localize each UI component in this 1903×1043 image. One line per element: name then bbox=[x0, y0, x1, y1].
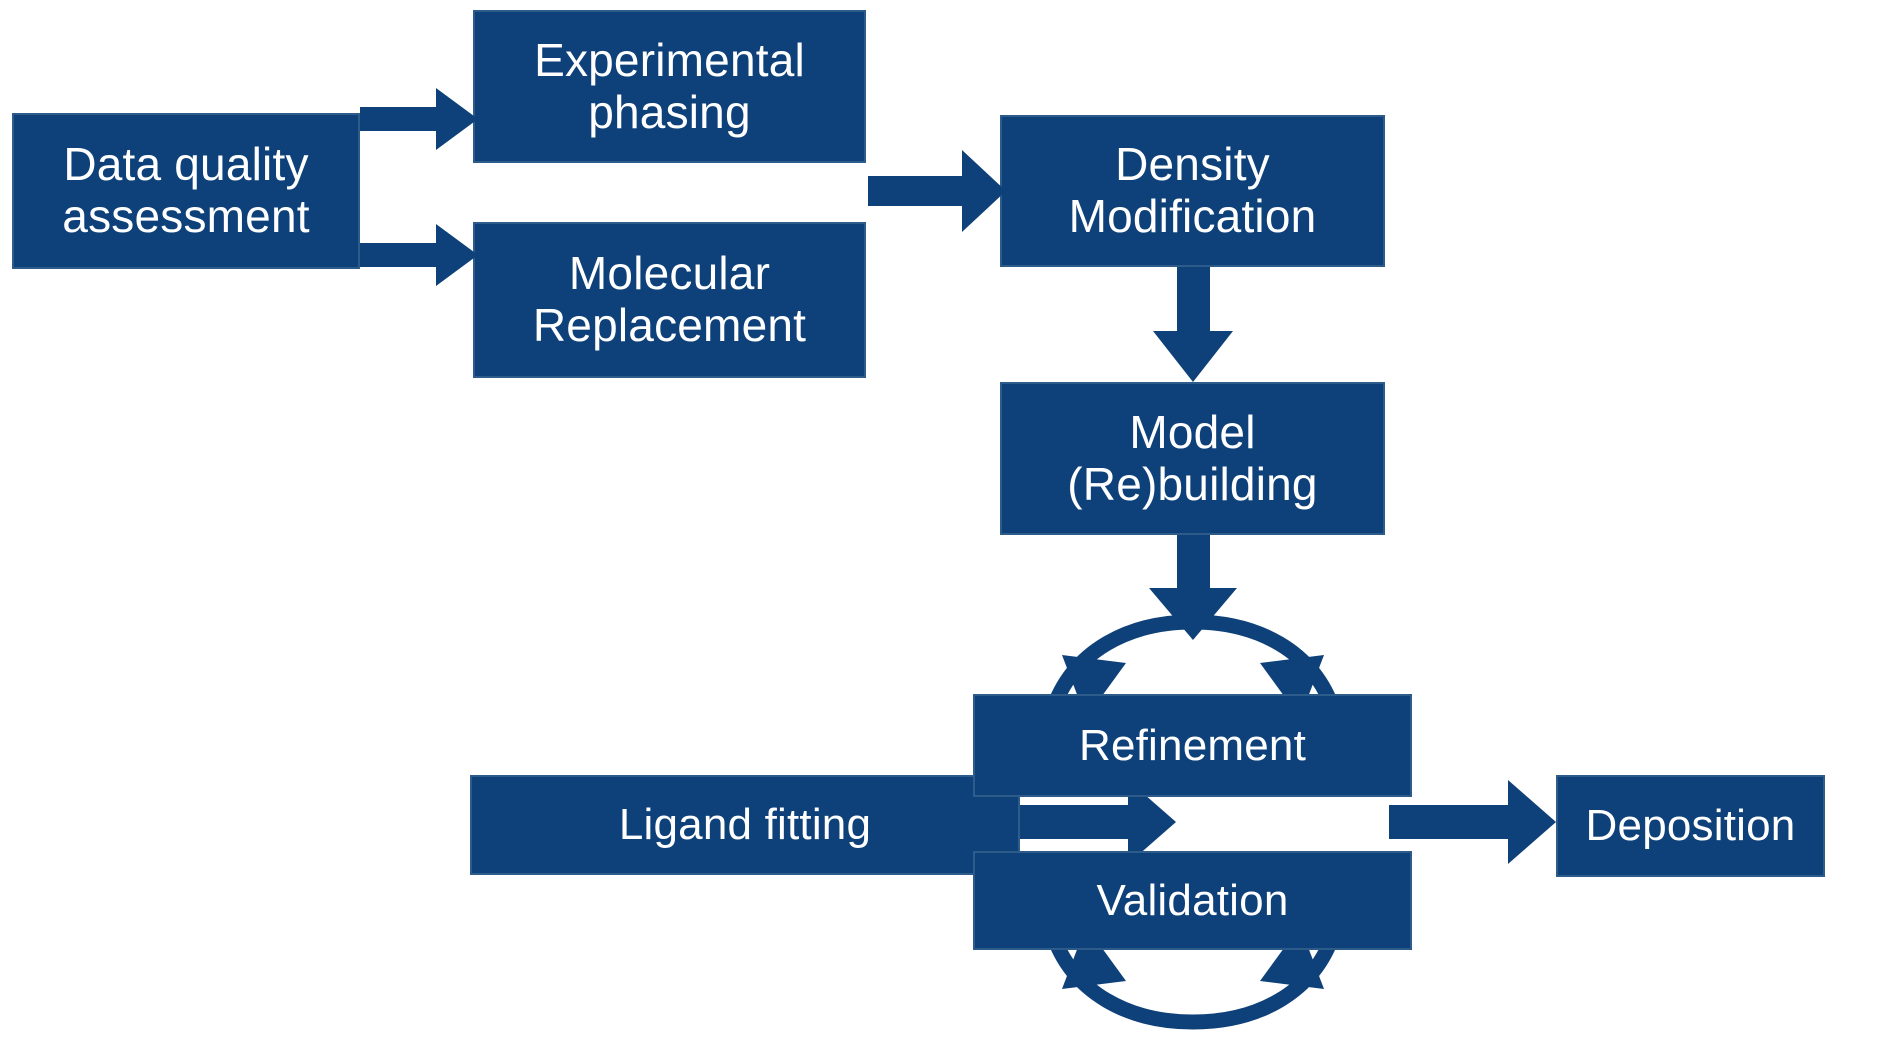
edge-dm-to-model-arrow bbox=[1153, 267, 1233, 382]
node-deposition[interactable]: Deposition bbox=[1556, 775, 1825, 877]
edge-dq-to-phasing-arrow bbox=[360, 88, 478, 150]
cycle-arc-top bbox=[1044, 614, 1342, 718]
edge-cycle-to-deposition-arrow bbox=[1395, 780, 1556, 864]
cycle-right-stub bbox=[1389, 805, 1403, 839]
edge-ligand-to-cycle-arrow bbox=[1020, 780, 1176, 864]
node-data-quality-assessment[interactable]: Data quality assessment bbox=[12, 113, 360, 269]
cycle-left-stub bbox=[1000, 805, 1012, 839]
node-ligand-fitting[interactable]: Ligand fitting bbox=[470, 775, 1020, 875]
node-molecular-replacement[interactable]: Molecular Replacement bbox=[473, 222, 866, 378]
node-density-modification[interactable]: Density Modification bbox=[1000, 115, 1385, 267]
node-refinement[interactable]: Refinement bbox=[973, 694, 1412, 797]
edge-phasing-to-dm-arrow bbox=[868, 150, 1006, 232]
node-experimental-phasing[interactable]: Experimental phasing bbox=[473, 10, 866, 163]
cycle-arc-bottom bbox=[1044, 926, 1342, 1030]
node-model-rebuilding[interactable]: Model (Re)building bbox=[1000, 382, 1385, 535]
edge-dq-to-mr-arrow bbox=[360, 224, 478, 286]
edge-model-to-cycle-arrow bbox=[1149, 535, 1237, 640]
node-validation[interactable]: Validation bbox=[973, 851, 1412, 950]
